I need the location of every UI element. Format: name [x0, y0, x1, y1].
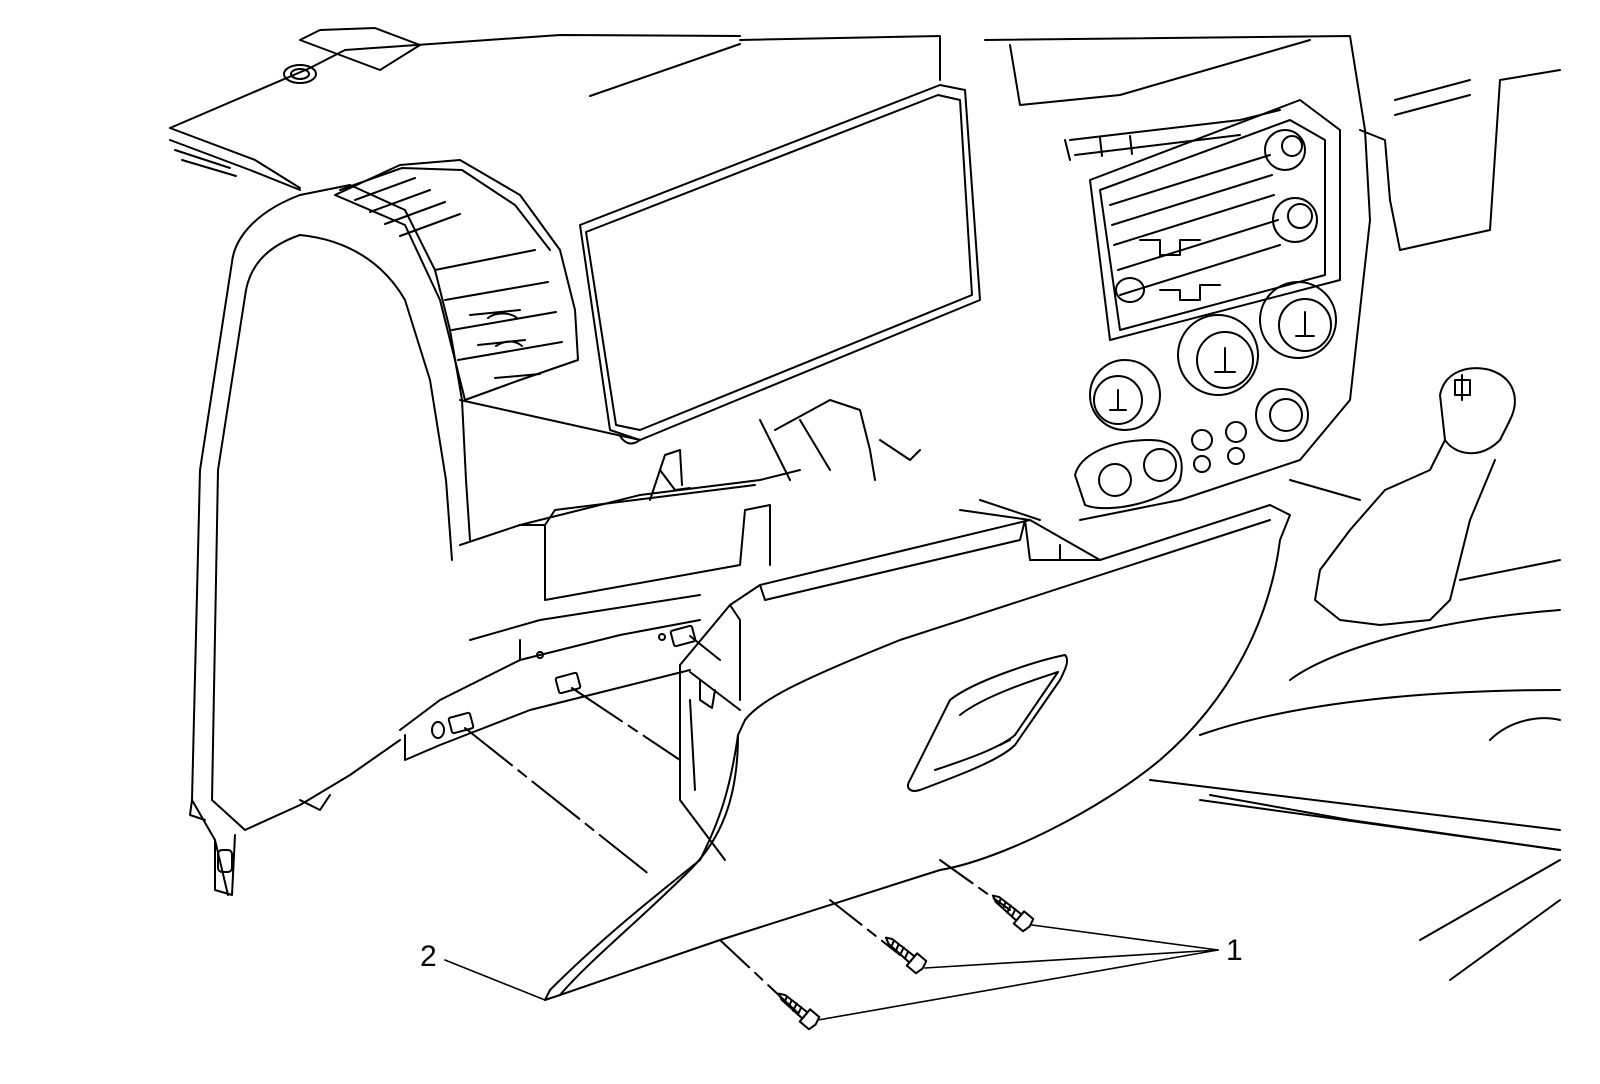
alignment-lines [464, 635, 721, 876]
screw-alignment-lines [719, 859, 1011, 1016]
glovebox-door [544, 499, 1291, 1001]
display-panel [459, 35, 981, 445]
leader-1a [1031, 924, 1219, 951]
leader-1b [924, 949, 1219, 969]
glovebox-opening [299, 399, 921, 811]
callout-label-2: 2 [420, 940, 437, 973]
dashboard-top [169, 27, 741, 191]
gear-shifter [1199, 367, 1561, 741]
callout-leaders [444, 924, 1219, 1021]
left-end-panel [189, 184, 471, 896]
screw-3 [777, 992, 821, 1031]
screw-1 [991, 894, 1035, 933]
leader-2 [444, 959, 546, 1001]
callout-label-1: 1 [1226, 934, 1243, 967]
screw-2 [884, 936, 928, 975]
console-lines [1149, 779, 1561, 981]
air-vent [334, 159, 579, 401]
center-stack [984, 35, 1561, 521]
leader-1c [817, 949, 1219, 1021]
